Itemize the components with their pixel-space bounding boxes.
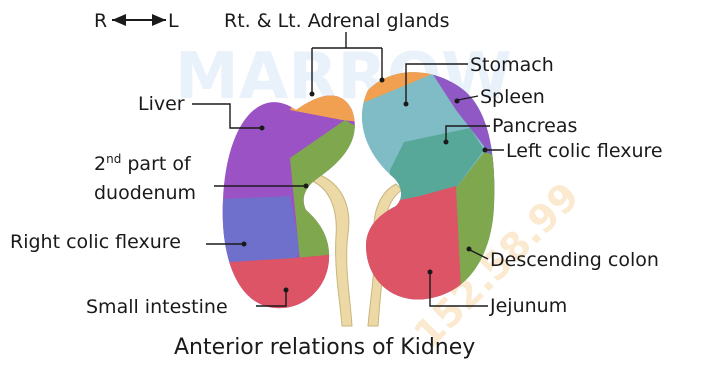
label-liver: Liver bbox=[138, 93, 185, 115]
orientation-right: R bbox=[94, 10, 107, 32]
arrow-right-icon bbox=[152, 14, 166, 26]
label-duodenum-line1: 2nd part of bbox=[94, 152, 192, 175]
region-small-intestine bbox=[200, 250, 380, 330]
label-stomach: Stomach bbox=[470, 54, 554, 76]
orientation-indicator: R L bbox=[94, 10, 179, 32]
label-duodenum-line2: duodenum bbox=[94, 182, 196, 204]
label-left-colic-flexure: Left colic flexure bbox=[506, 140, 663, 162]
arrow-left-icon bbox=[112, 14, 126, 26]
left-colic-flexure-leader bbox=[483, 148, 505, 153]
duodenum-line1-rest: part of bbox=[121, 153, 192, 175]
label-spleen: Spleen bbox=[480, 86, 545, 108]
label-right-colic-flexure: Right colic flexure bbox=[10, 231, 181, 253]
label-jejunum: Jejunum bbox=[489, 295, 567, 317]
duodenum-ordinal-number: 2 bbox=[94, 153, 106, 175]
duodenum-ordinal-suffix: nd bbox=[106, 152, 121, 166]
label-descending-colon: Descending colon bbox=[490, 249, 659, 271]
region-jejunum bbox=[350, 186, 462, 310]
label-small-intestine: Small intestine bbox=[86, 296, 228, 318]
orientation-left: L bbox=[168, 10, 179, 32]
region-right-colic-flexure bbox=[200, 196, 300, 268]
label-pancreas: Pancreas bbox=[492, 115, 577, 137]
label-adrenal-glands: Rt. & Lt. Adrenal glands bbox=[224, 10, 450, 32]
diagram-caption: Anterior relations of Kidney bbox=[174, 335, 475, 360]
